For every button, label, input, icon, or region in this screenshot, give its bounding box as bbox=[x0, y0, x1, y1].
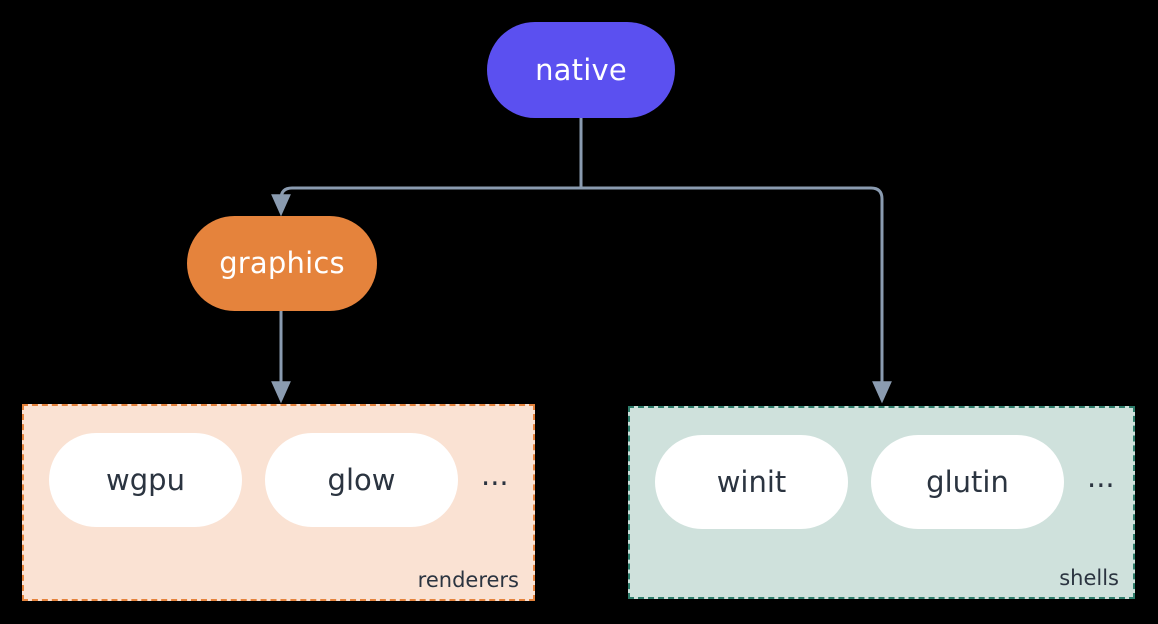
item-glutin[interactable]: glutin bbox=[871, 435, 1064, 529]
renderers-overflow-ellipsis: ... bbox=[481, 457, 509, 492]
item-wgpu-label: wgpu bbox=[106, 462, 185, 497]
node-native[interactable]: native bbox=[487, 22, 675, 118]
edge-native-to-graphics bbox=[271, 186, 583, 217]
group-shells-label: shells bbox=[1059, 566, 1119, 590]
edge-native-to-shells bbox=[579, 186, 892, 404]
group-renderers: wgpu glow ... renderers bbox=[22, 404, 535, 601]
item-glow[interactable]: glow bbox=[265, 433, 458, 527]
item-glutin-label: glutin bbox=[926, 464, 1009, 499]
group-renderers-items: wgpu glow ... bbox=[49, 433, 509, 527]
item-winit[interactable]: winit bbox=[655, 435, 848, 529]
node-graphics-label: graphics bbox=[219, 246, 345, 280]
item-glow-label: glow bbox=[327, 462, 396, 497]
group-shells: winit glutin ... shells bbox=[628, 406, 1135, 599]
group-renderers-label: renderers bbox=[417, 568, 519, 592]
item-wgpu[interactable]: wgpu bbox=[49, 433, 242, 527]
group-shells-items: winit glutin ... bbox=[655, 435, 1115, 529]
shells-overflow-ellipsis: ... bbox=[1087, 459, 1115, 494]
node-native-label: native bbox=[535, 52, 627, 87]
item-winit-label: winit bbox=[716, 464, 787, 499]
node-graphics[interactable]: graphics bbox=[187, 216, 377, 311]
